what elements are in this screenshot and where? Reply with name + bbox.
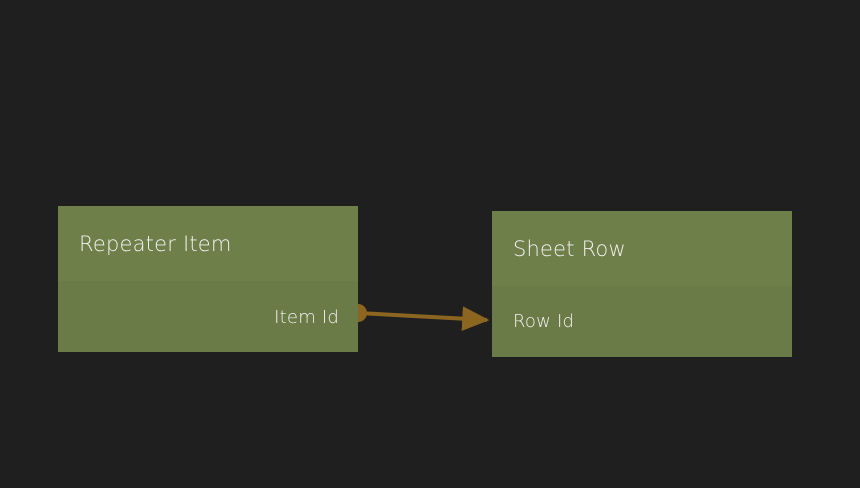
field-label: Item Id [274, 306, 339, 328]
node-header[interactable]: Repeater Item [58, 206, 358, 281]
node-field-item-id[interactable]: Item Id [58, 296, 358, 338]
node-field-row-id[interactable]: Row Id [492, 300, 792, 342]
edge-item-id-to-row-id[interactable] [349, 304, 490, 332]
node-body: Item Id [58, 281, 358, 352]
node-title: Sheet Row [513, 236, 626, 261]
node-body: Row Id [492, 286, 792, 357]
node-repeater-item[interactable]: Repeater Item Item Id [58, 206, 358, 352]
node-header[interactable]: Sheet Row [492, 211, 792, 286]
edge-path [357, 306, 490, 332]
node-sheet-row[interactable]: Sheet Row Row Id [492, 211, 792, 357]
field-label: Row Id [513, 310, 575, 332]
node-title: Repeater Item [79, 231, 232, 256]
